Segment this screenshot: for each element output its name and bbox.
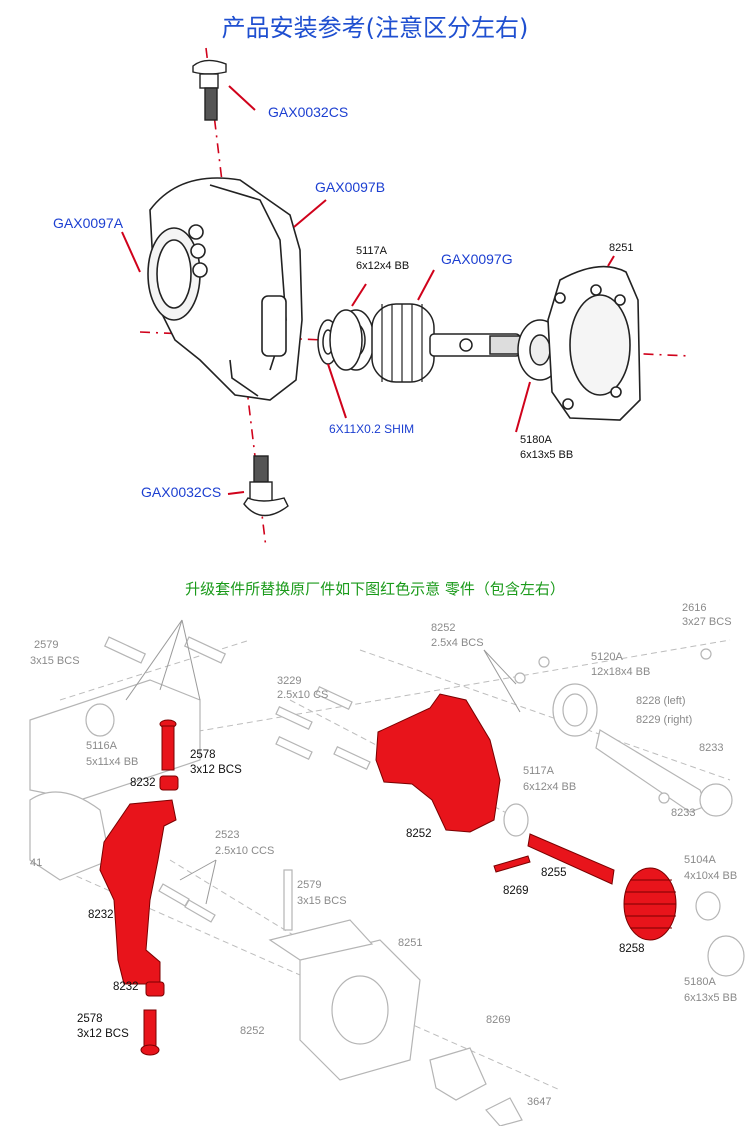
top-screw-drawing xyxy=(192,59,227,121)
red-knuckle-8252 xyxy=(375,693,501,833)
label-p5120a: 5120A xyxy=(591,651,623,663)
page-title: 产品安装参考(注意区分左右) xyxy=(221,14,529,42)
label-p2578-low: 2578 xyxy=(77,1013,103,1025)
label-bearing-5117a-number: 5117A xyxy=(356,245,387,257)
label-p5117a: 5117A xyxy=(523,765,554,777)
label-p8229: 8229 (right) xyxy=(636,714,693,726)
label-p8233a: 8233 xyxy=(699,742,724,754)
label-p2523: 2523 xyxy=(215,829,240,841)
label-screw-bottom: GAX0032CS xyxy=(141,484,222,500)
label-shim: 6X11X0.2 SHIM xyxy=(329,422,415,436)
label-p8233b: 8233 xyxy=(671,807,696,819)
label-p8255: 8255 xyxy=(541,867,567,879)
label-bearing-5180a-size: 6x13x5 BB xyxy=(520,449,574,461)
red-pin-2578-low xyxy=(140,1009,160,1056)
red-shaft-8255 xyxy=(527,833,615,885)
label-p5104a: 5104A xyxy=(684,854,716,866)
label-p8269-b: 8269 xyxy=(486,1014,511,1026)
label-p8252-top: 8252 xyxy=(431,622,456,634)
cover-8251-drawing xyxy=(547,265,641,421)
gear-drawing xyxy=(371,303,521,383)
label-p2579-mid-size: 3x15 BCS xyxy=(297,895,347,907)
label-p8252-low: 8252 xyxy=(240,1025,265,1037)
label-cover-8251: 8251 xyxy=(609,242,634,254)
red-pin-2578-top xyxy=(159,719,177,771)
red-steering-arm-8232 xyxy=(99,799,177,985)
label-p2616: 2616 xyxy=(682,602,707,614)
label-p3229: 3229 xyxy=(277,675,302,687)
label-p2579-mid: 2579 xyxy=(297,879,322,891)
label-knuckle-b: GAX0097B xyxy=(315,179,386,195)
label-p2523-size: 2.5x10 CCS xyxy=(215,845,275,857)
label-p5116a: 5116A xyxy=(86,740,117,752)
label-p8258: 8258 xyxy=(619,943,645,955)
bottom-screw-drawing xyxy=(243,455,289,517)
label-p8251: 8251 xyxy=(398,937,423,949)
top-exploded-diagram xyxy=(121,47,691,549)
label-p2579-top-left: 2579 xyxy=(34,639,59,651)
red-bushing-8232-low xyxy=(145,981,165,997)
label-p3647: 3647 xyxy=(527,1096,552,1108)
knuckle-drawing xyxy=(147,177,303,401)
bearing-5117a-drawing xyxy=(329,309,375,371)
label-gear-g: GAX0097G xyxy=(441,251,513,267)
label-p3229-size: 2.5x10 CS xyxy=(277,689,329,701)
label-bearing-5117a-size: 6x12x4 BB xyxy=(356,260,410,272)
label-screw-top: GAX0032CS xyxy=(268,104,349,120)
label-p8232-low: 8232 xyxy=(113,981,139,993)
label-p5104a-size: 4x10x4 BB xyxy=(684,870,738,882)
label-p5180a: 5180A xyxy=(684,976,716,988)
label-p8269-a: 8269 xyxy=(503,885,529,897)
label-p8228: 8228 (left) xyxy=(636,695,686,707)
section-subtitle: 升级套件所替换原厂件如下图红色示意 零件（包含左右） xyxy=(185,580,565,598)
label-p41: 41 xyxy=(30,857,43,869)
label-p2616-size: 3x27 BCS xyxy=(682,616,732,628)
red-pin-8269 xyxy=(493,855,531,873)
label-p2579-top-left-size: 3x15 BCS xyxy=(30,655,80,667)
red-bushing-8232-top xyxy=(159,775,179,791)
label-p8252-red: 8252 xyxy=(406,828,432,840)
label-p5117a-size: 6x12x4 BB xyxy=(523,781,577,793)
label-p2578-top-size: 3x12 BCS xyxy=(190,764,242,776)
label-p5116a-size: 5x11x4 BB xyxy=(86,756,139,768)
label-p8232-top: 8232 xyxy=(130,777,156,789)
label-p8232-mid: 8232 xyxy=(88,909,114,921)
label-p2578-low-size: 3x12 BCS xyxy=(77,1028,129,1040)
label-p8252-top-size: 2.5x4 BCS xyxy=(431,637,484,649)
label-p5120a-size: 12x18x4 BB xyxy=(591,666,651,678)
label-p2578-top: 2578 xyxy=(190,749,216,761)
red-gear-8258 xyxy=(623,867,677,941)
label-knuckle-a: GAX0097A xyxy=(53,215,124,231)
label-bearing-5180a-number: 5180A xyxy=(520,434,552,446)
label-p5180a-size: 6x13x5 BB xyxy=(684,992,738,1004)
